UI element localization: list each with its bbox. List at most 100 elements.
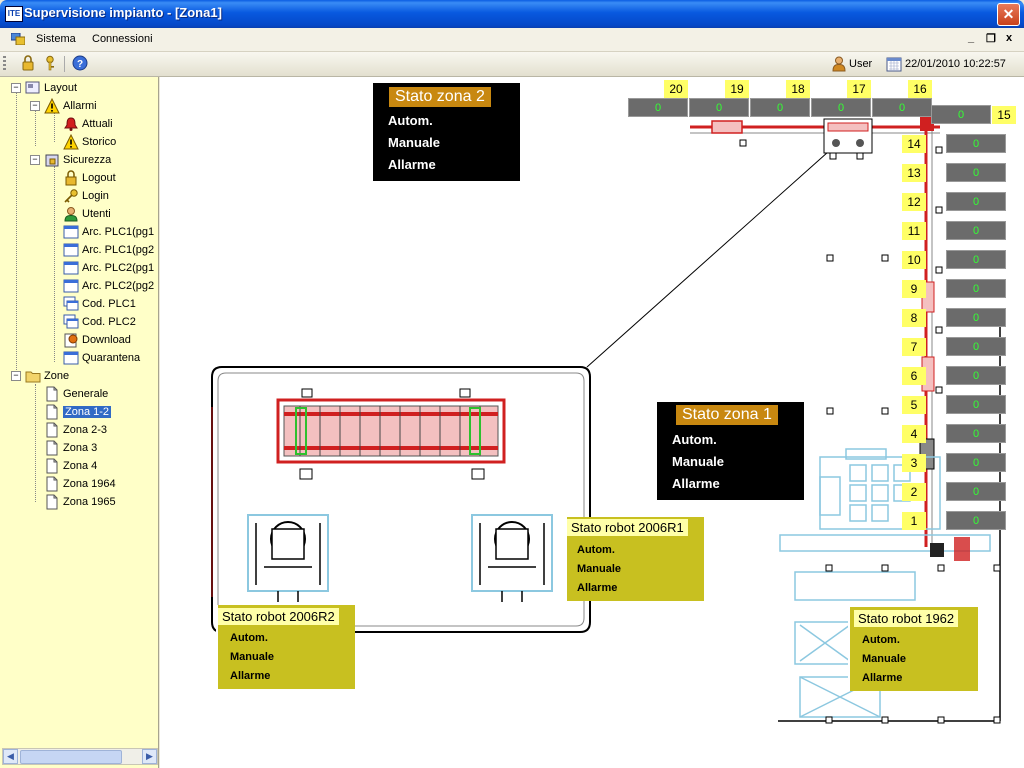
tree-label: Sicurezza: [63, 153, 112, 166]
tree-item-arc-plc2-pg2[interactable]: Arc. PLC2(pg2: [63, 277, 154, 294]
tree-item-zona-2-3[interactable]: Zona 2-3: [44, 421, 107, 438]
counter-station-5: 0: [946, 395, 1006, 414]
menu-bar: Sistema Connessioni _ ❐ x: [0, 28, 1024, 52]
zone-2-alarm-label: Allarme: [388, 157, 436, 172]
counter-station-16: 0: [872, 98, 932, 117]
tree-item-storico[interactable]: Storico: [63, 133, 116, 150]
tree-label: Layout: [44, 81, 78, 94]
tree-item-layout[interactable]: Layout: [25, 79, 77, 96]
tree-item-arc-plc1-pg1[interactable]: Arc. PLC1(pg1: [63, 223, 154, 240]
tree-label: Allarmi: [63, 99, 97, 112]
robot-1962-title: Stato robot 1962: [854, 610, 959, 627]
mdi-restore-button[interactable]: ❐: [986, 33, 996, 45]
tree-label: Utenti: [82, 207, 111, 220]
calendar-icon: [886, 57, 902, 72]
counter-station-1: 0: [946, 511, 1006, 530]
windows-stack-icon: [63, 314, 79, 328]
zone-1-auto-label: Autom.: [672, 432, 717, 447]
counter-station-2: 0: [946, 482, 1006, 501]
tree-item-zona-1965[interactable]: Zona 1965: [44, 493, 116, 510]
layout-icon: [25, 81, 40, 93]
tree-item-logout[interactable]: Logout: [63, 169, 116, 186]
help-icon[interactable]: ?: [72, 55, 88, 71]
tree-item-arc-plc1-pg2[interactable]: Arc. PLC1(pg2: [63, 241, 154, 258]
zone-2-manual-label: Manuale: [388, 135, 441, 150]
zone-2-status-title: Stato zona 2: [389, 87, 491, 107]
station-number-15: 15: [992, 106, 1016, 124]
counter-station-12: 0: [946, 192, 1006, 211]
tree-guide: [35, 108, 36, 146]
tree-label: Arc. PLC2(pg1: [82, 261, 155, 274]
station-number-10: 10: [902, 251, 926, 269]
station-number-14: 14: [902, 135, 926, 153]
counter-station-18: 0: [750, 98, 810, 117]
robot-1962-status-panel[interactable]: Stato robot 1962 Autom. Manuale Allarme: [848, 607, 978, 691]
scroll-right-button[interactable]: ▶: [142, 749, 157, 764]
tree-label: Storico: [82, 135, 117, 148]
counter-station-7: 0: [946, 337, 1006, 356]
window-icon: [63, 225, 79, 238]
toolbar-grip[interactable]: [3, 56, 6, 72]
mdi-child-icon[interactable]: [11, 33, 25, 45]
tree-label: Cod. PLC1: [82, 297, 136, 310]
robot-1962-manual-label: Manuale: [862, 653, 907, 665]
tree-item-zona-4[interactable]: Zona 4: [44, 457, 97, 474]
tree-item-utenti[interactable]: Utenti: [63, 205, 111, 222]
counter-station-15: 0: [931, 105, 991, 124]
robot-2006R1-status-panel[interactable]: Stato robot 2006R1 Autom. Manuale Allarm…: [565, 517, 704, 601]
tree-label: Arc. PLC1(pg2: [82, 243, 155, 256]
close-button[interactable]: ✕: [997, 3, 1020, 26]
menu-connessioni[interactable]: Connessioni: [92, 33, 153, 45]
mdi-close-button[interactable]: x: [1006, 32, 1013, 44]
expander-allarmi[interactable]: −: [30, 101, 40, 111]
padlock-icon: [65, 169, 77, 185]
mdi-minimize-button[interactable]: _: [968, 32, 975, 44]
warning-icon: [44, 97, 60, 113]
expander-sicurezza[interactable]: −: [30, 155, 40, 165]
tool-bar: ? User 22/01/2010 10:22:57: [0, 52, 1024, 77]
plant-drawing: [211, 117, 1001, 724]
robot-2006R2-title: Stato robot 2006R2: [218, 608, 339, 625]
zone-2-status-panel[interactable]: Stato zona 2 Autom. Manuale Allarme: [373, 83, 520, 181]
expander-layout[interactable]: −: [11, 83, 21, 93]
expander-zone[interactable]: −: [11, 371, 21, 381]
station-number-7: 7: [902, 338, 926, 356]
station-number-9: 9: [902, 280, 926, 298]
station-number-19: 19: [725, 80, 749, 98]
tree-item-sicurezza[interactable]: Sicurezza: [44, 151, 111, 168]
tree-item-zona-3[interactable]: Zona 3: [44, 439, 97, 456]
users-icon: [64, 206, 78, 221]
tree-item-zona-1964[interactable]: Zona 1964: [44, 475, 116, 492]
document-icon: [46, 386, 58, 401]
counter-station-4: 0: [946, 424, 1006, 443]
tree-item-cod-plc1[interactable]: Cod. PLC1: [63, 295, 136, 312]
tree-label: Attuali: [82, 117, 113, 130]
lock-icon[interactable]: [20, 55, 36, 71]
robot-2006R2-auto-label: Autom.: [230, 632, 268, 644]
download-icon: [64, 333, 78, 347]
tree-item-arc-plc2-pg1[interactable]: Arc. PLC2(pg1: [63, 259, 154, 276]
scroll-left-button[interactable]: ◀: [3, 749, 18, 764]
tree-item-allarmi[interactable]: Allarmi: [44, 97, 97, 114]
menu-sistema[interactable]: Sistema: [36, 33, 76, 45]
scroll-thumb[interactable]: [20, 750, 122, 764]
station-number-20: 20: [664, 80, 688, 98]
key-icon[interactable]: [42, 55, 58, 71]
tree-item-attuali[interactable]: Attuali: [63, 115, 113, 132]
tree-item-generale[interactable]: Generale: [44, 385, 108, 402]
tree-horizontal-scrollbar[interactable]: ◀ ▶: [2, 748, 158, 765]
station-number-3: 3: [902, 454, 926, 472]
tree-item-download[interactable]: Download: [63, 331, 131, 348]
zone-1-status-panel[interactable]: Stato zona 1 Autom. Manuale Allarme: [657, 402, 804, 500]
tree-item-quarantena[interactable]: Quarantena: [63, 349, 140, 366]
station-number-1: 1: [902, 512, 926, 530]
window-title: Supervisione impianto - [Zona1]: [24, 5, 222, 20]
document-icon: [46, 440, 58, 455]
tree-label: Zona 1965: [63, 495, 116, 508]
folder-icon: [25, 371, 41, 382]
tree-item-zone[interactable]: Zone: [25, 367, 69, 384]
robot-2006R2-status-panel[interactable]: Stato robot 2006R2 Autom. Manuale Allarm…: [216, 605, 355, 689]
tree-item-login[interactable]: Login: [63, 187, 109, 204]
tree-item-zona-1-2[interactable]: Zona 1-2: [44, 403, 112, 420]
tree-item-cod-plc2[interactable]: Cod. PLC2: [63, 313, 136, 330]
